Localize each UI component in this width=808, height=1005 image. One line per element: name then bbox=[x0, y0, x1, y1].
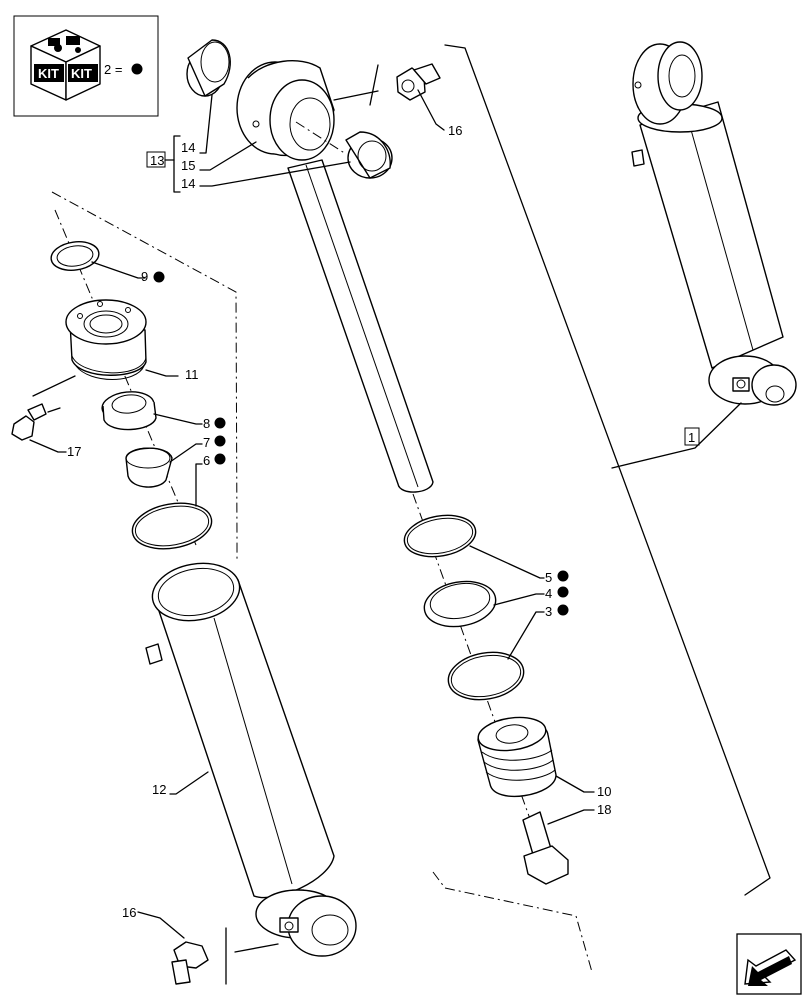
callout-16-top: 16 bbox=[448, 123, 462, 138]
callout-14-bottom: 14 bbox=[181, 176, 195, 191]
piston-parts: 5 4 3 10 18 bbox=[403, 493, 611, 973]
callout-8: 8 bbox=[203, 416, 210, 431]
kit-dot-8 bbox=[214, 417, 226, 429]
kit-dot-icon bbox=[131, 63, 143, 75]
callout-5: 5 bbox=[545, 570, 552, 585]
callout-10: 10 bbox=[597, 784, 611, 799]
kit-dot-4 bbox=[557, 586, 569, 598]
callout-15: 15 bbox=[181, 158, 195, 173]
kit-dot-5 bbox=[557, 570, 569, 582]
callout-17: 17 bbox=[67, 444, 81, 459]
kit-dot-6 bbox=[214, 453, 226, 465]
back-arrow-button[interactable] bbox=[736, 933, 802, 995]
callout-9: 9 bbox=[141, 269, 148, 284]
callout-4: 4 bbox=[545, 586, 552, 601]
callout-16-bottom: 16 bbox=[122, 905, 136, 920]
kit-dot-9 bbox=[153, 271, 165, 283]
kit-box-icon: KIT KIT bbox=[30, 29, 101, 101]
arrow-shadow-icon bbox=[748, 956, 792, 986]
kit-legend: KIT KIT 2 = bbox=[13, 15, 159, 117]
barrel-parts: 9 11 17 8 7 6 bbox=[11, 191, 357, 985]
kit-text-right: KIT bbox=[71, 66, 92, 81]
callout-6: 6 bbox=[203, 453, 210, 468]
callout-7: 7 bbox=[203, 435, 210, 450]
kit-dot-3 bbox=[557, 604, 569, 616]
callout-18: 18 bbox=[597, 802, 611, 817]
callout-12: 12 bbox=[152, 782, 166, 797]
callout-1: 1 bbox=[688, 430, 695, 445]
callout-3: 3 bbox=[545, 604, 552, 619]
rod-assembly: 16 13 14 15 14 bbox=[146, 39, 462, 493]
callout-11: 11 bbox=[185, 367, 199, 382]
kit-text-left: KIT bbox=[38, 66, 59, 81]
kit-dot-7 bbox=[214, 435, 226, 447]
kit-equation: 2 = bbox=[104, 62, 122, 77]
callout-14-top: 14 bbox=[181, 140, 195, 155]
callout-13: 13 bbox=[150, 153, 164, 168]
assembled-cylinder: 1 bbox=[444, 41, 797, 896]
